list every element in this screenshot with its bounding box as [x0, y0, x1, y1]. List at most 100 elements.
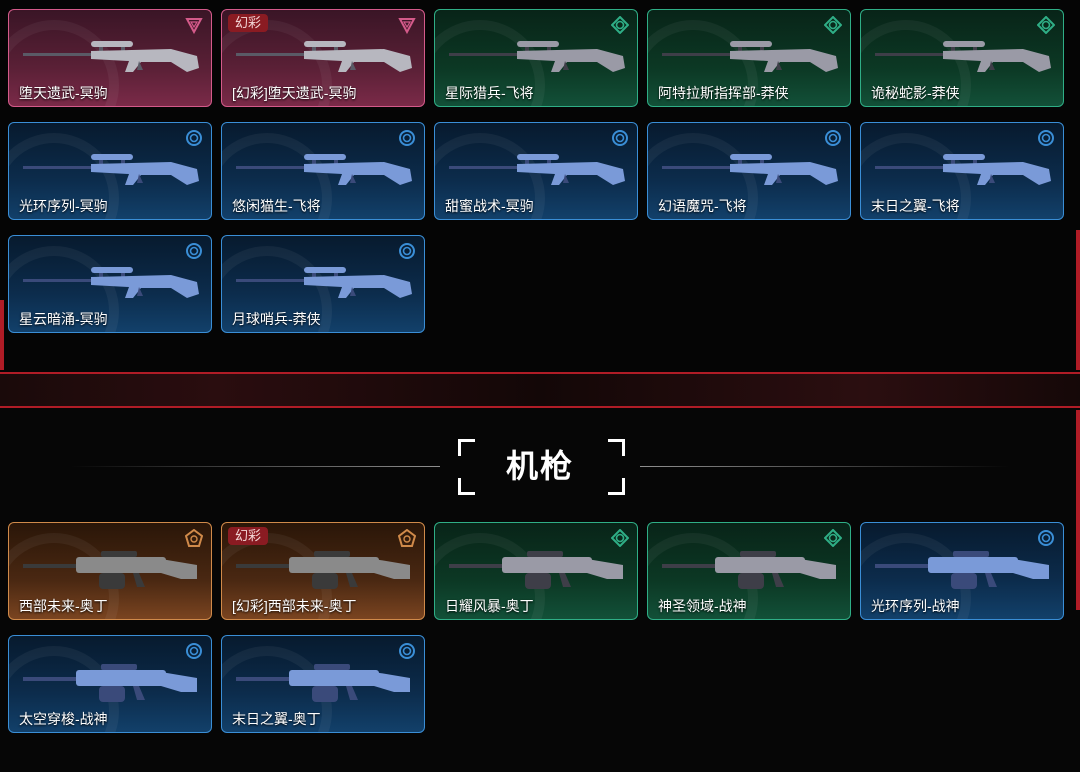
skin-card[interactable]: 星云暗涌-冥驹	[8, 235, 212, 333]
bracket-corner	[608, 439, 625, 456]
sniper-rifle-image	[660, 32, 840, 80]
circle-icon	[398, 242, 416, 260]
edge-accent	[0, 300, 4, 370]
machine-gun-image	[873, 545, 1053, 593]
bracket-corner	[458, 478, 475, 495]
skin-name: 神圣领域-战神	[658, 598, 747, 614]
card-background-emblem	[222, 246, 332, 332]
skin-name: 末日之翼-奥丁	[232, 711, 321, 727]
skin-name: 星云暗涌-冥驹	[19, 311, 108, 327]
card-background-emblem	[9, 20, 119, 106]
card-background-emblem	[435, 133, 545, 219]
card-background-emblem	[9, 133, 119, 219]
triangle-down-icon	[185, 16, 203, 35]
edge-accent	[1076, 410, 1080, 610]
skin-card[interactable]: 神圣领域-战神	[647, 522, 851, 620]
skin-card[interactable]: 甜蜜战术-冥驹	[434, 122, 638, 220]
triangle-down-icon	[398, 16, 416, 35]
bracket-corner	[458, 439, 475, 456]
skin-card[interactable]: 末日之翼-奥丁	[221, 635, 425, 733]
circle-icon	[185, 242, 203, 260]
skin-name: 光环序列-战神	[871, 598, 960, 614]
sniper-rifle-image	[447, 32, 627, 80]
machine-gun-image	[660, 545, 840, 593]
diamond-ring-icon	[823, 528, 843, 548]
sniper-rifle-image	[21, 258, 201, 306]
header-line-left	[70, 466, 440, 467]
card-background-emblem	[222, 20, 332, 106]
skin-name: 诡秘蛇影-莽侠	[871, 85, 960, 101]
skin-name: 光环序列-冥驹	[19, 198, 108, 214]
skin-name: [幻彩]西部未来-奥丁	[232, 598, 357, 614]
skin-name: 太空穿梭-战神	[19, 711, 108, 727]
skin-card[interactable]: 光环序列-冥驹	[8, 122, 212, 220]
sniper-rifle-image	[873, 32, 1053, 80]
sniper-rifle-image	[21, 32, 201, 80]
skin-name: 西部未来-奥丁	[19, 598, 108, 614]
machine-gun-image	[21, 545, 201, 593]
diamond-ring-icon	[610, 15, 630, 35]
skin-card[interactable]: 幻语魔咒-飞将	[647, 122, 851, 220]
skin-card[interactable]: 阿特拉斯指挥部-莽侠	[647, 9, 851, 107]
skin-name: [幻彩]堕天遗武-冥驹	[232, 85, 357, 101]
skin-card[interactable]: 西部未来-奥丁	[8, 522, 212, 620]
diamond-ring-icon	[823, 15, 843, 35]
skin-name: 末日之翼-飞将	[871, 198, 960, 214]
circle-icon	[1037, 129, 1055, 147]
skin-card[interactable]: 幻彩 [幻彩]西部未来-奥丁	[221, 522, 425, 620]
card-background-emblem	[222, 133, 332, 219]
card-background-emblem	[861, 20, 971, 106]
sniper-rifle-image	[234, 258, 414, 306]
machine-gun-image	[234, 658, 414, 706]
skin-card[interactable]: 太空穿梭-战神	[8, 635, 212, 733]
skin-card[interactable]: 悠闲猫生-飞将	[221, 122, 425, 220]
skin-card[interactable]: 诡秘蛇影-莽侠	[860, 9, 1064, 107]
circle-icon	[398, 129, 416, 147]
diamond-ring-icon	[610, 528, 630, 548]
sniper-rifle-image	[660, 145, 840, 193]
skin-card[interactable]: 星际猎兵-飞将	[434, 9, 638, 107]
card-background-emblem	[435, 20, 545, 106]
skin-card[interactable]: 光环序列-战神	[860, 522, 1064, 620]
machine-gun-image	[21, 658, 201, 706]
skin-name: 幻语魔咒-飞将	[658, 198, 747, 214]
section-title: 机枪	[505, 448, 574, 484]
sniper-rifle-image	[447, 145, 627, 193]
section-header: 机枪	[0, 430, 1080, 500]
skin-card[interactable]: 末日之翼-飞将	[860, 122, 1064, 220]
skin-name: 甜蜜战术-冥驹	[445, 198, 534, 214]
bracket-corner	[608, 478, 625, 495]
skin-name: 月球哨兵-莽侠	[232, 311, 321, 327]
section-divider	[0, 372, 1080, 408]
card-background-emblem	[648, 133, 758, 219]
skin-name: 星际猎兵-飞将	[445, 85, 534, 101]
header-line-right	[640, 466, 1010, 467]
sniper-rifle-image	[21, 145, 201, 193]
skin-card[interactable]: 日耀风暴-奥丁	[434, 522, 638, 620]
card-background-emblem	[861, 133, 971, 219]
circle-icon	[398, 642, 416, 660]
skin-card[interactable]: 堕天遗武-冥驹	[8, 9, 212, 107]
skin-card[interactable]: 月球哨兵-莽侠	[221, 235, 425, 333]
circle-icon	[824, 129, 842, 147]
circle-icon	[611, 129, 629, 147]
pentagon-icon	[184, 528, 204, 547]
machine-gun-image	[447, 545, 627, 593]
circle-icon	[1037, 529, 1055, 547]
sniper-rifle-image	[873, 145, 1053, 193]
card-background-emblem	[648, 20, 758, 106]
pentagon-icon	[397, 528, 417, 547]
diamond-ring-icon	[1036, 15, 1056, 35]
skin-name: 悠闲猫生-飞将	[232, 198, 321, 214]
sniper-rifle-image	[234, 32, 414, 80]
card-background-emblem	[9, 246, 119, 332]
skin-card[interactable]: 幻彩 [幻彩]堕天遗武-冥驹	[221, 9, 425, 107]
skin-name: 阿特拉斯指挥部-莽侠	[658, 85, 789, 101]
skin-name: 日耀风暴-奥丁	[445, 598, 534, 614]
circle-icon	[185, 129, 203, 147]
edge-accent	[1076, 230, 1080, 370]
variant-badge: 幻彩	[228, 527, 269, 545]
skin-name: 堕天遗武-冥驹	[19, 85, 108, 101]
sniper-rifle-image	[234, 145, 414, 193]
variant-badge: 幻彩	[228, 14, 269, 32]
